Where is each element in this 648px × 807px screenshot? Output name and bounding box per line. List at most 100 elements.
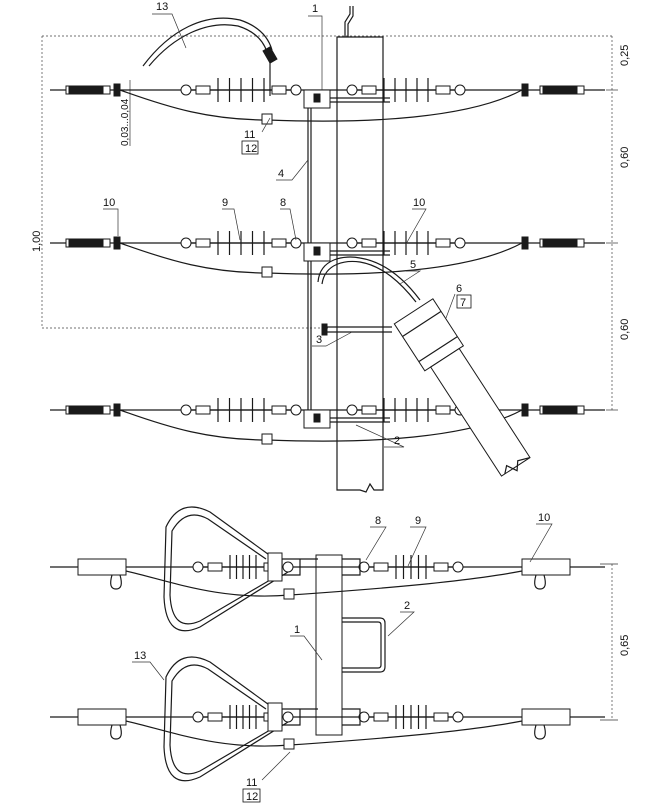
end-fitting	[435, 85, 451, 95]
guard-loop	[163, 656, 289, 782]
callout-8: 8	[280, 197, 286, 209]
callout-10-right: 10	[413, 197, 425, 209]
shackle	[452, 711, 464, 723]
connector-clamp	[261, 266, 273, 278]
shackle	[180, 237, 192, 249]
shackle	[290, 237, 302, 249]
clamp-loop	[534, 724, 546, 740]
guard-loop	[163, 506, 289, 632]
clamp	[113, 236, 121, 250]
plan-callout-11: 11	[246, 777, 257, 789]
callout-2: 2	[394, 435, 400, 447]
shackle	[452, 561, 464, 573]
bolt-head	[313, 246, 321, 256]
tension-clamp-body	[542, 239, 578, 247]
pole	[336, 6, 384, 493]
clamp	[521, 83, 529, 97]
connector-clamp	[283, 588, 295, 600]
guard-loop-inner	[169, 514, 283, 625]
end-fitting	[433, 712, 449, 722]
end-fitting	[271, 405, 287, 415]
shackle	[346, 84, 358, 96]
circuit-2	[50, 231, 605, 278]
jumper-wire	[119, 242, 523, 275]
circuit-1	[50, 78, 605, 125]
end-fitting	[195, 85, 211, 95]
plan-view: 0,65 8 9 10 2 1 13 11 12	[50, 506, 631, 803]
end-fitting	[207, 712, 223, 722]
clamp	[521, 236, 529, 250]
end-fitting	[435, 238, 451, 248]
shackle	[346, 404, 358, 416]
end-fitting	[207, 562, 223, 572]
end-fitting	[373, 562, 389, 572]
callout-4: 4	[278, 168, 284, 180]
clamp	[521, 403, 529, 417]
shackle	[358, 711, 370, 723]
shackle	[346, 237, 358, 249]
tension-clamp	[77, 708, 127, 726]
end-fitting	[271, 85, 287, 95]
end-fitting	[195, 405, 211, 415]
callout-6: 6	[456, 283, 462, 295]
callout-1: 1	[312, 3, 318, 15]
tension-clamp-body	[542, 406, 578, 414]
jumper-wire	[119, 409, 523, 442]
dimension-total: 1,00	[31, 231, 43, 252]
loop-clamp	[267, 552, 283, 582]
shackle	[282, 561, 294, 573]
end-fitting	[195, 238, 211, 248]
dimension-top: 0,25	[619, 45, 631, 66]
dimension-spacing: 0,65	[619, 635, 631, 656]
connector-clamp	[283, 738, 295, 750]
callout-5: 5	[410, 259, 416, 271]
shackle	[192, 561, 204, 573]
callout-12: 12	[245, 143, 257, 155]
clamp	[113, 83, 121, 97]
plan-callout-8: 8	[375, 515, 381, 527]
shackle	[454, 237, 466, 249]
jumper-wire	[119, 89, 523, 122]
clamp-loop	[534, 574, 546, 590]
callout-10-left: 10	[103, 197, 115, 209]
tension-clamp-body	[68, 239, 104, 247]
end-fitting	[373, 712, 389, 722]
shackle	[180, 84, 192, 96]
shackle	[282, 711, 294, 723]
bolt-head	[313, 413, 321, 423]
callout-7: 7	[460, 297, 466, 309]
shackle	[290, 84, 302, 96]
end-fitting	[361, 405, 377, 415]
callout-13: 13	[156, 1, 168, 13]
tension-clamp-body	[542, 86, 578, 94]
tension-clamp	[521, 558, 571, 576]
shackle	[290, 404, 302, 416]
clamp-loop	[110, 724, 122, 740]
callout-3: 3	[316, 334, 322, 346]
crossarm-plan	[315, 554, 343, 736]
tension-clamp-body	[68, 406, 104, 414]
shackle	[180, 404, 192, 416]
circuit-3	[50, 398, 605, 445]
connector-clamp	[261, 433, 273, 445]
plan-circuit-1	[50, 506, 605, 632]
plan-callout-13: 13	[134, 650, 146, 662]
bolt-head	[313, 93, 321, 103]
plan-callout-2: 2	[404, 600, 410, 612]
shackle	[192, 711, 204, 723]
end-fitting	[361, 85, 377, 95]
end-fitting	[361, 238, 377, 248]
clamp	[113, 403, 121, 417]
guard-loop-inner	[169, 664, 283, 775]
plan-circuit-2	[50, 656, 605, 782]
diagonal-bracket	[393, 298, 531, 477]
bracket-plan	[342, 617, 386, 673]
dimension-low: 0,60	[619, 319, 631, 340]
loop-clamp	[267, 702, 283, 732]
shackle	[454, 84, 466, 96]
plan-callout-10: 10	[538, 512, 550, 524]
tension-clamp	[521, 708, 571, 726]
plan-callout-12: 12	[246, 791, 258, 803]
bracket-arm	[317, 256, 421, 301]
